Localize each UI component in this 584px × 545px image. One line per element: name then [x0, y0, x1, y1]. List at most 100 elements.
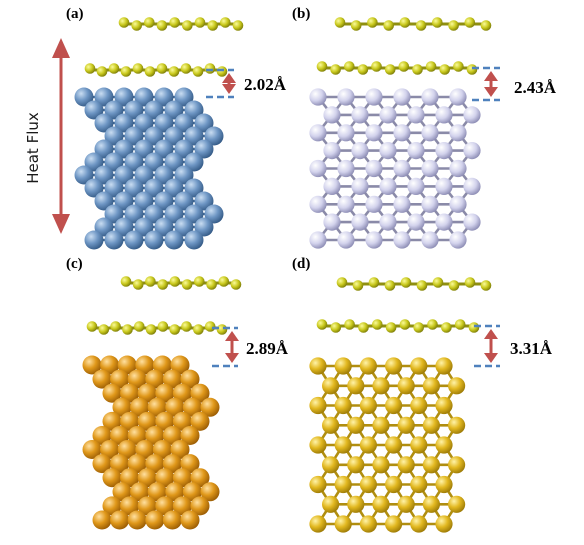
carbon-atom [425, 61, 437, 72]
substrate-atom [410, 515, 428, 533]
substrate-atom [124, 204, 144, 224]
substrate-atom [322, 495, 340, 513]
substrate-atom [154, 139, 174, 159]
substrate-atom [165, 482, 185, 502]
panel-c: (c)2.89Å [66, 256, 289, 530]
substrate-atom [351, 177, 369, 195]
substrate-atom [309, 195, 327, 213]
carbon-atom [330, 322, 342, 333]
carbon-atom [204, 63, 216, 74]
substrate-atom [379, 213, 397, 231]
substrate-b [309, 88, 481, 249]
substrate-atom [144, 100, 164, 120]
substrate-a [74, 87, 224, 250]
substrate-atom [145, 426, 165, 445]
substrate-atom [162, 510, 182, 530]
substrate-atom [114, 113, 134, 133]
substrate-atom [162, 369, 182, 389]
substrate-atom [190, 468, 210, 488]
substrate-atom [334, 357, 352, 375]
substrate-atom [114, 87, 134, 107]
substrate-atom [351, 106, 369, 124]
substrate-atom [322, 456, 340, 474]
substrate-atom [102, 411, 122, 431]
substrate-atom [84, 152, 104, 172]
carbon-atom [383, 20, 395, 31]
substrate-atom [435, 436, 453, 454]
substrate-atom [184, 126, 204, 146]
substrate-atom [144, 126, 164, 146]
substrate-atom [194, 217, 214, 237]
carbon-atom [464, 277, 476, 288]
substrate-atom [365, 159, 383, 178]
carbon-atom [336, 277, 348, 288]
substrate-atom [165, 397, 185, 417]
substrate-atom [145, 369, 165, 389]
substrate-atom [154, 87, 174, 107]
substrate-atom [435, 515, 453, 533]
substrate-atom [144, 230, 164, 250]
substrate-atom [435, 177, 453, 195]
substrate-atom [155, 411, 175, 431]
substrate-atom [164, 126, 184, 146]
substrate-atom [174, 87, 194, 107]
carbon-atom [194, 276, 205, 287]
substrate-atom [154, 113, 174, 133]
carbon-atom [218, 276, 230, 287]
substrate-atom [435, 106, 453, 124]
carbon-atom [432, 17, 443, 28]
substrate-atom [94, 87, 114, 107]
substrate-atom [449, 88, 467, 106]
substrate-atom [421, 231, 439, 249]
substrate-atom [124, 178, 144, 198]
substrate-atom [174, 113, 194, 133]
substrate-atom [135, 440, 155, 459]
substrate-atom [448, 377, 466, 395]
distance-arrow [225, 331, 239, 363]
carbon-atom [367, 17, 378, 28]
substrate-atom [448, 495, 466, 513]
substrate-atom [322, 377, 340, 395]
substrate-atom [463, 142, 481, 160]
panel-label: (a) [66, 6, 84, 22]
substrate-atom [194, 191, 214, 211]
substrate-atom [397, 377, 415, 395]
substrate-atom [435, 396, 453, 415]
carbon-atom [120, 276, 132, 287]
carbon-atom [357, 64, 369, 75]
heat-flux-arrow [52, 38, 70, 234]
substrate-atom [170, 355, 190, 375]
substrate-atom [309, 475, 327, 494]
carbon-atom [344, 319, 355, 330]
substrate-atom [449, 231, 467, 249]
substrate-atom [164, 204, 184, 224]
carbon-atom [157, 321, 169, 332]
substrate-atom [137, 383, 157, 403]
substrate-atom [180, 369, 200, 389]
substrate-atom [152, 440, 172, 459]
substrate-atom [127, 454, 147, 474]
substrate-atom [110, 369, 130, 389]
distance-arrow [484, 71, 498, 97]
substrate-atom [134, 191, 154, 211]
substrate-atom [393, 231, 411, 249]
substrate-atom [164, 152, 184, 172]
substrate-atom [130, 482, 150, 502]
graphene-top-layer [336, 277, 492, 291]
substrate-atom [127, 426, 147, 445]
substrate-atom [102, 496, 122, 516]
substrate-atom [120, 496, 140, 516]
substrate-atom [144, 204, 164, 224]
carbon-atom [385, 322, 397, 333]
carbon-atom [468, 322, 480, 333]
carbon-atom [427, 319, 438, 330]
substrate-atom [134, 165, 154, 185]
carbon-atom [169, 17, 180, 28]
substrate-atom [174, 165, 194, 185]
substrate-atom [120, 411, 140, 431]
carbon-atom [448, 280, 460, 291]
substrate-atom [347, 456, 365, 474]
carbon-atom [207, 20, 218, 31]
carbon-atom [145, 276, 156, 287]
